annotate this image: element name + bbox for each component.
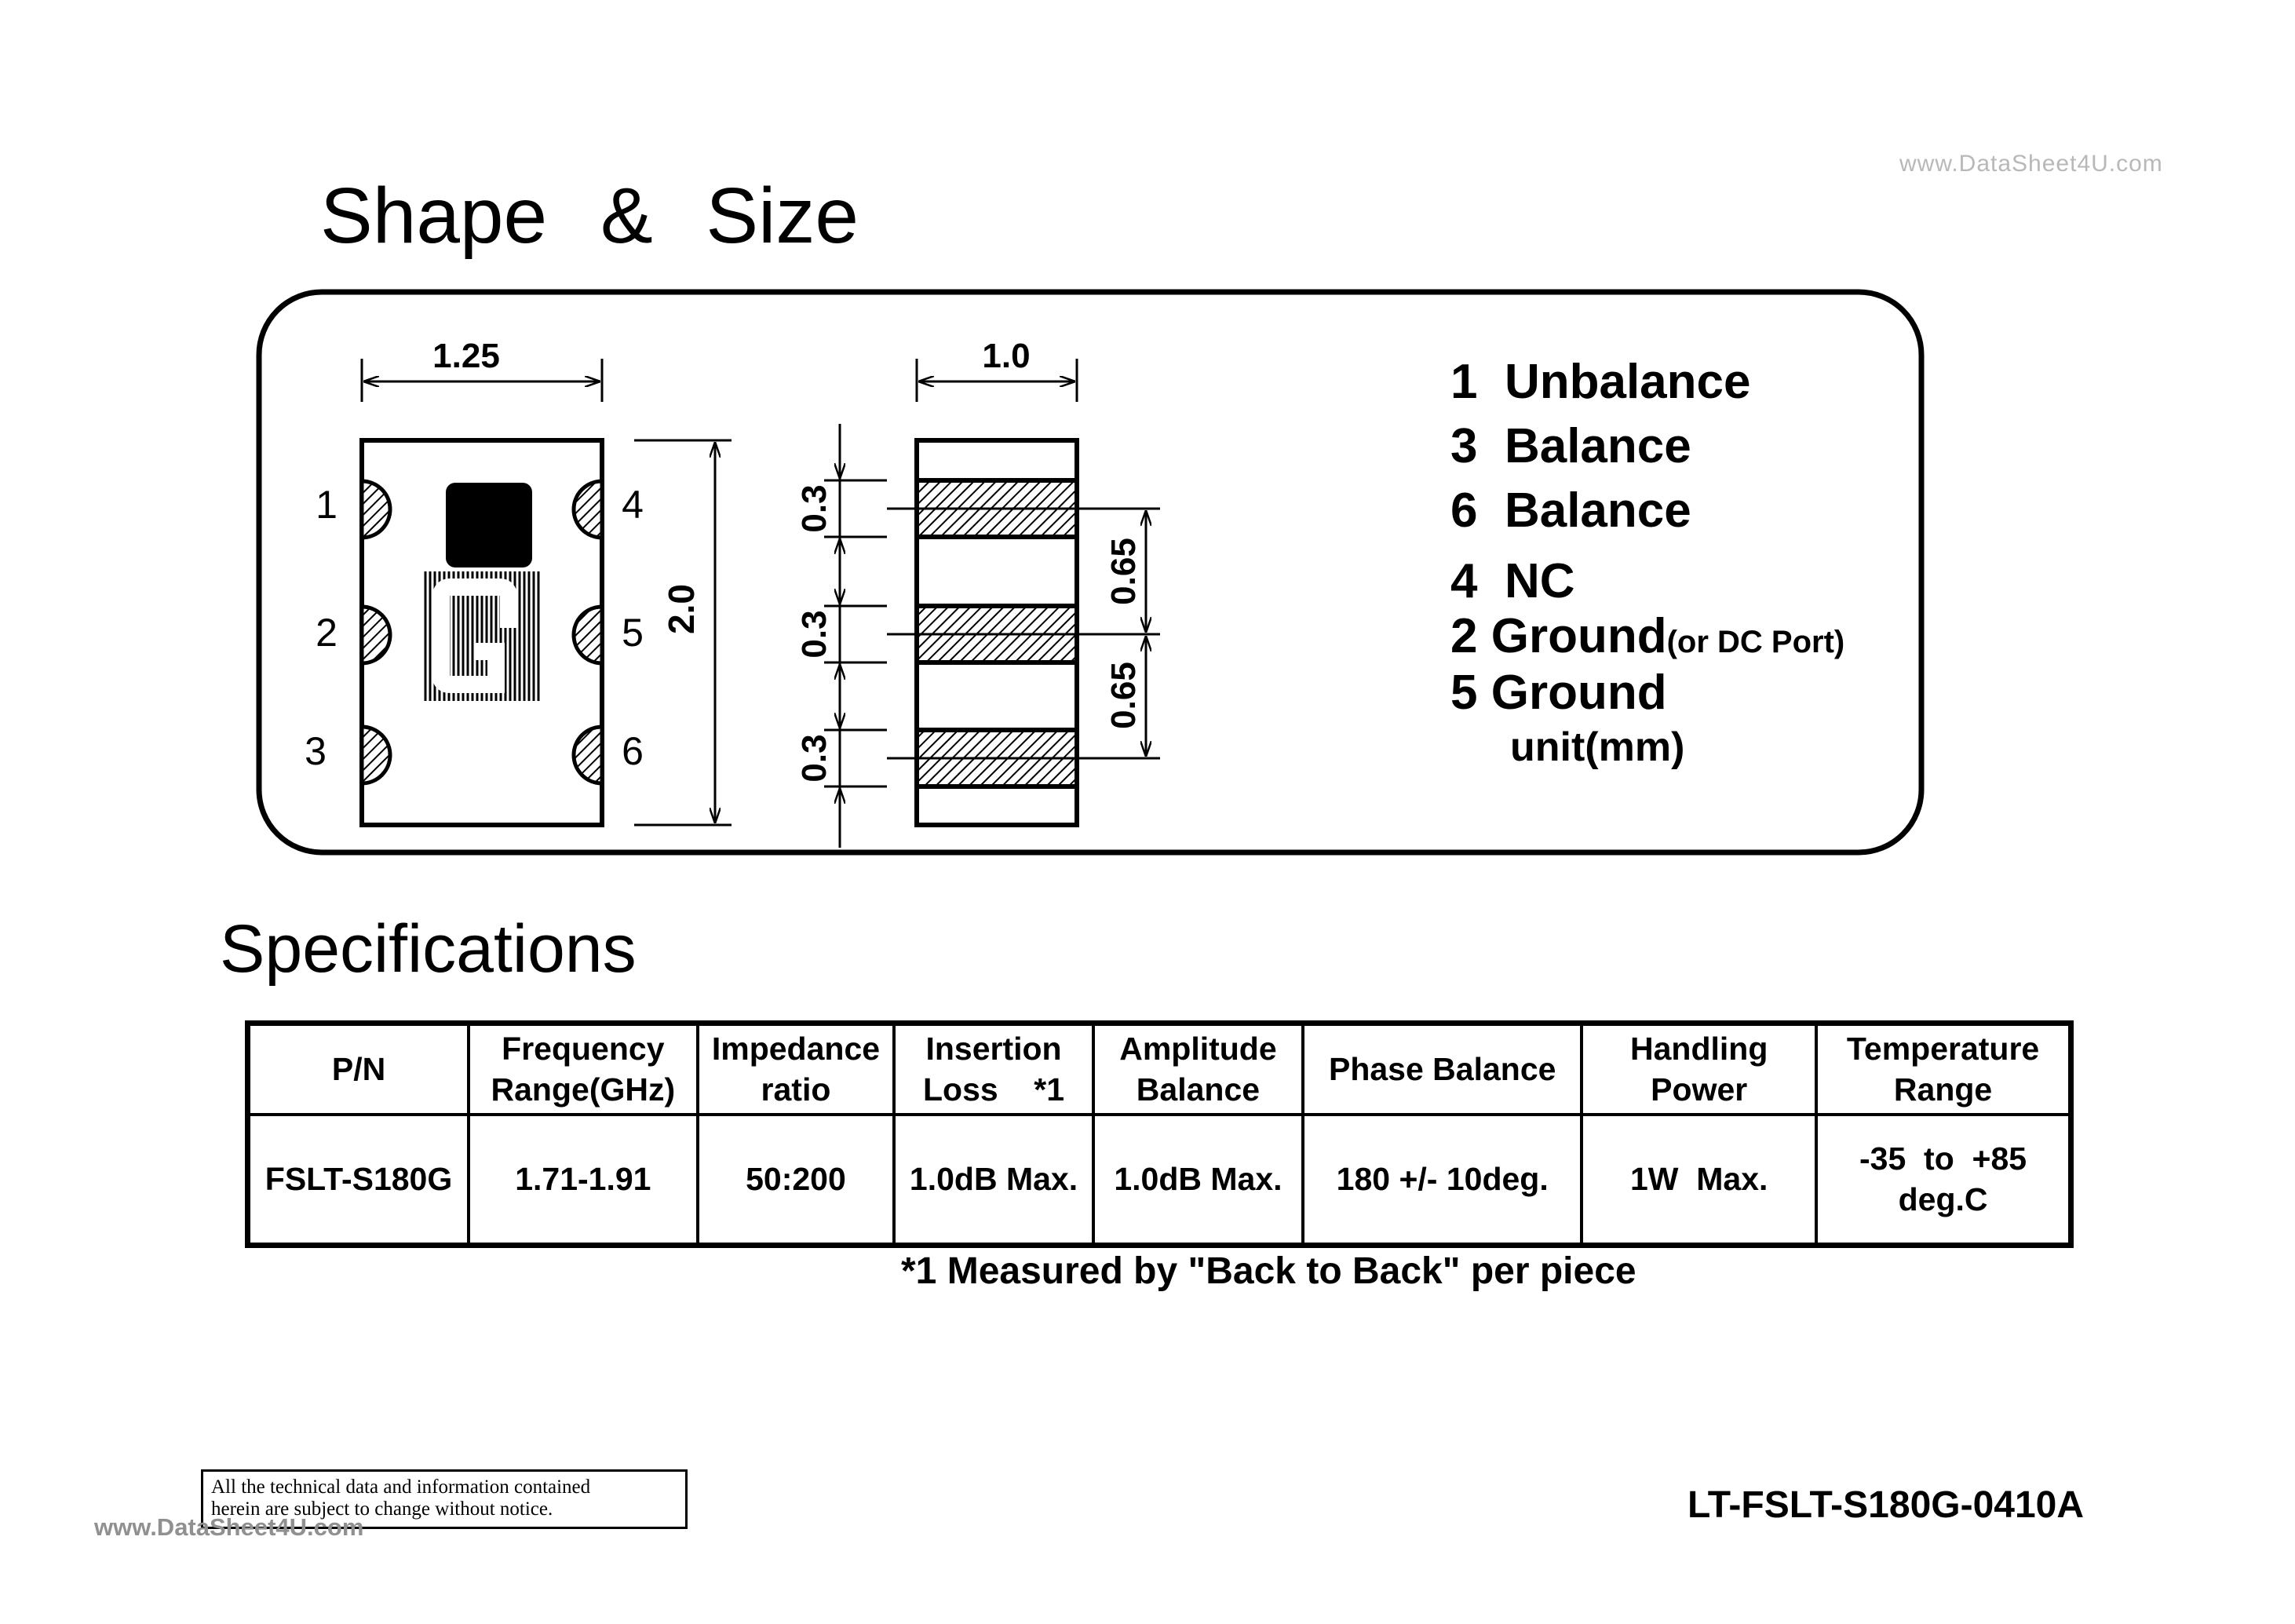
cell-insertion-loss: 1.0dB Max. [892,1112,1095,1247]
pin-legend-number: 2 [1450,609,1478,663]
header-phase: Phase Balance [1301,1021,1584,1116]
footnote: *1 Measured by "Back to Back" per piece [901,1250,1636,1292]
terminal-4 [571,479,604,540]
pin-legend-number: 6 [1450,484,1478,538]
pin-legend-row: 2 Ground(or DC Port) [1450,612,1844,661]
shape-frame [256,289,1925,856]
cell-phase: 180 +/- 10deg. [1301,1112,1584,1247]
watermark-bottom: www.DataSheet4U.com [94,1513,364,1541]
orientation-mark [446,483,532,567]
dim-side-width: 1.0 [982,337,1030,375]
document-code: LT-FSLT-S180G-0410A [1688,1484,2085,1526]
dim-pitch-2: 0.65 [1104,662,1143,729]
disclaimer-line: All the technical data and information c… [211,1476,591,1498]
terminal-2 [359,604,392,666]
shape-size-title: Shape & Size [320,172,859,260]
pin-legend-label: Unbalance [1504,355,1751,409]
pin-legend-number: 3 [1450,419,1478,473]
dim-height: 2.0 [661,584,702,634]
pin-legend-row: 6 Balance [1450,487,1691,535]
logo-g [432,578,517,693]
pin-legend-number: 1 [1450,355,1478,409]
unit-label: unit(mm) [1510,724,1685,770]
watermark-top: www.DataSheet4U.com [1899,151,2163,177]
pin-legend-row: 1 Unbalance [1450,358,1750,407]
pin-legend-row: 4 NC [1450,557,1575,606]
dim-electrode-3: 0.3 [795,734,834,782]
pin-number-6: 6 [622,729,644,773]
disclaimer-box: All the technical data and information c… [201,1469,688,1529]
pin-number-2: 2 [316,611,338,655]
cell-frequency: 1.71-1.91 [467,1112,699,1247]
terminal-6 [571,724,604,786]
terminal-5 [571,604,604,666]
cell-amplitude: 1.0dB Max. [1091,1112,1305,1247]
disclaimer-line: herein are subject to change without not… [211,1498,553,1520]
pin-legend-row: 3 Balance [1450,422,1691,471]
header-pn: P/N [246,1021,471,1116]
pin-number-3: 3 [305,729,327,773]
pin-legend-label: NC [1504,554,1575,608]
pin-number-5: 5 [622,611,644,655]
terminal-3 [359,724,392,786]
pin-legend-number: 4 [1450,554,1478,608]
pin-legend-label: Balance [1504,419,1691,473]
pin-legend-note: (or DC Port) [1666,625,1845,659]
pin-number-4: 4 [622,483,644,527]
pin-legend-label: Balance [1504,484,1691,538]
dim-electrode-2: 0.3 [795,610,834,658]
dim-electrode-1: 0.3 [795,484,834,532]
cell-pn: FSLT-S180G [246,1112,471,1247]
cell-impedance: 50:200 [695,1112,896,1247]
pin-legend-label: Ground [1490,609,1667,663]
dim-top-width: 1.25 [432,337,500,375]
specifications-title: Specifications [220,911,637,987]
pin-number-1: 1 [316,483,338,527]
cell-power: 1W Max. [1580,1112,1819,1247]
pin-legend-label: Ground [1490,666,1667,720]
pin-legend-row: 5 Ground [1450,669,1667,717]
dim-pitch-1: 0.65 [1104,538,1143,605]
pin-legend-number: 5 [1450,666,1478,720]
terminal-1 [359,479,392,540]
table-row: FSLT-S180G 1.71-1.91 50:200 1.0dB Max. 1… [246,1112,2073,1247]
